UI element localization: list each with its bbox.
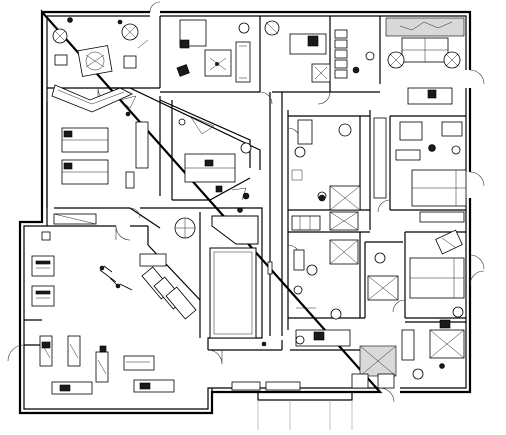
treatment-room-center: [178, 115, 252, 193]
bedroom-top: [176, 19, 251, 83]
changing-left: [291, 194, 326, 231]
pool-area: [139, 187, 273, 339]
bathroom-a: [291, 117, 387, 211]
lounge-top-left: [49, 17, 149, 113]
bedroom-right-upper: [395, 121, 467, 223]
gym: [31, 231, 175, 395]
outer-walls: [18, 1, 485, 430]
reception: [231, 329, 397, 391]
spa-room: [401, 319, 465, 380]
bathroom-b: [293, 239, 399, 309]
office-top: [264, 20, 375, 83]
meeting-top-right: [385, 17, 465, 105]
interior-walls: [24, 16, 466, 351]
changing-center: [329, 211, 359, 320]
bedroom-right-lower: [409, 229, 465, 318]
treatment-room-left: [53, 95, 149, 225]
